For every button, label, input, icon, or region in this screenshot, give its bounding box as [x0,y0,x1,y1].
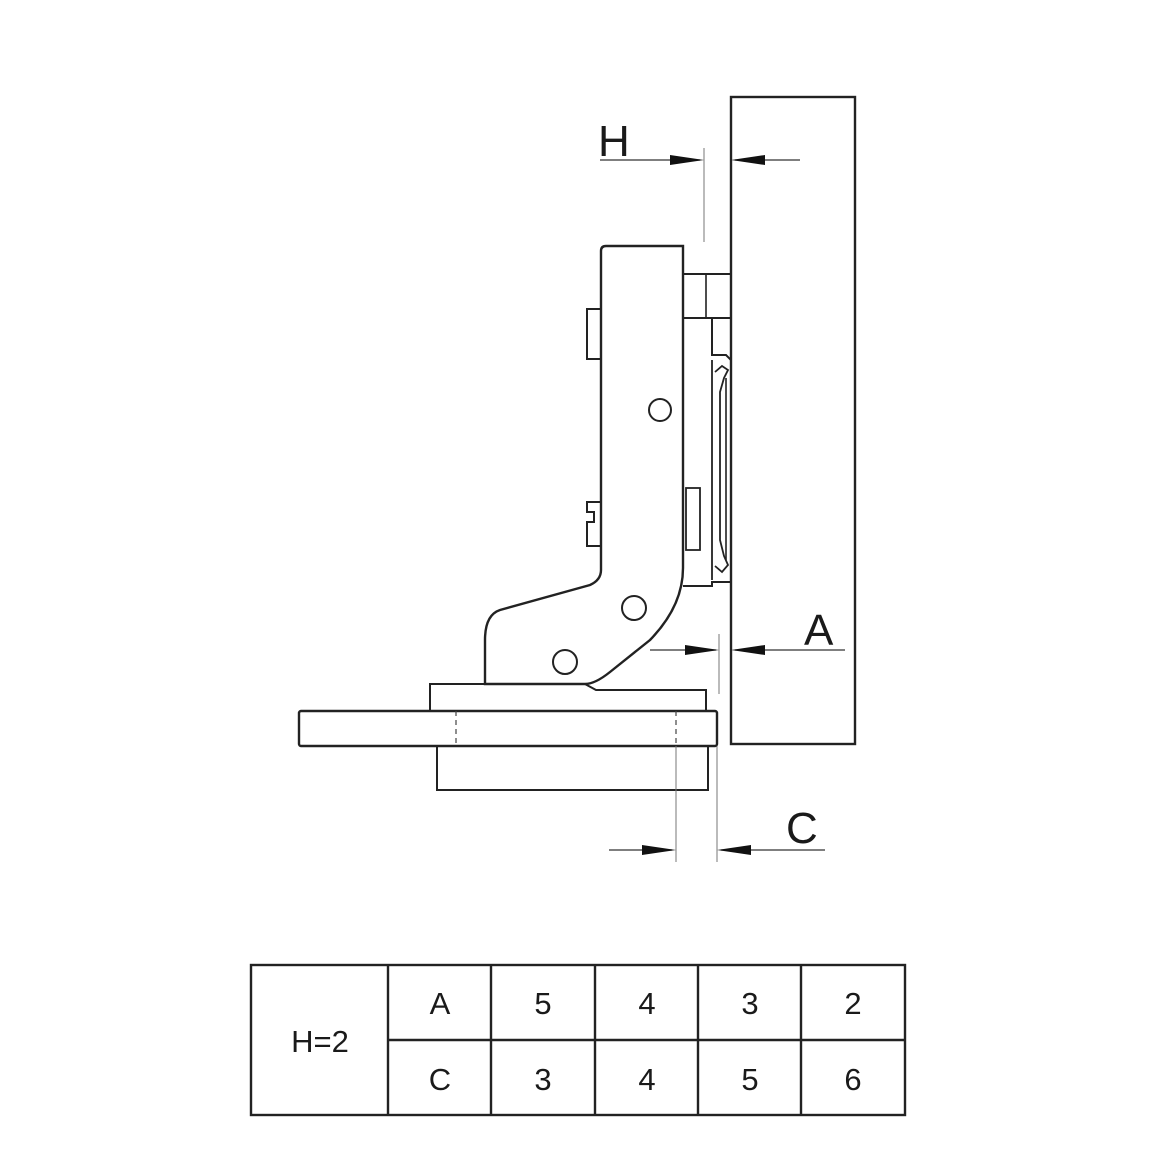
mounting-plate-top [682,273,732,319]
dim-c-arrow-right [717,845,751,855]
rivet-upper [648,398,672,422]
dim-a-arrow-left [685,645,719,655]
dim-label-h: H [598,117,630,166]
rivet-middle [621,595,647,621]
table-cell-c-1: 3 [534,1062,551,1097]
table-row-header: H=2 [291,1024,349,1059]
table-cell-a-4: 2 [844,986,861,1021]
dim-a-arrow-right [731,645,765,655]
table-cell-a-2: 4 [638,986,655,1021]
dimension-table: H=2 A 5 4 3 2 C 3 4 5 6 [249,963,907,1117]
table-cell-c-4: 6 [844,1062,861,1097]
arm-tab-lower [586,501,601,547]
clip-spring [711,360,730,580]
table-cell-c-3: 5 [741,1062,758,1097]
cabinet-side-panel [729,95,857,746]
door-panel [297,709,719,748]
arm-slot [685,487,701,551]
table-cell-a-3: 3 [741,986,758,1021]
dim-label-c: C [786,804,818,853]
dim-h-arrow-right [731,155,765,165]
hinge-cup-flange [429,683,707,711]
mounting-plate-body [683,317,732,587]
table-cell-c-2: 4 [638,1062,655,1097]
rivet-lower [552,649,578,675]
table-row-c-label: C [429,1062,451,1097]
hinge-arm [483,244,685,686]
hinge-cup [436,746,709,791]
dim-c-arrow-left [642,845,676,855]
arm-tab-upper [586,308,602,360]
table-cell-a-1: 5 [534,986,551,1021]
dim-h-arrow-left [670,155,704,165]
dim-label-a: A [804,606,834,655]
table-row-a-label: A [430,986,451,1021]
